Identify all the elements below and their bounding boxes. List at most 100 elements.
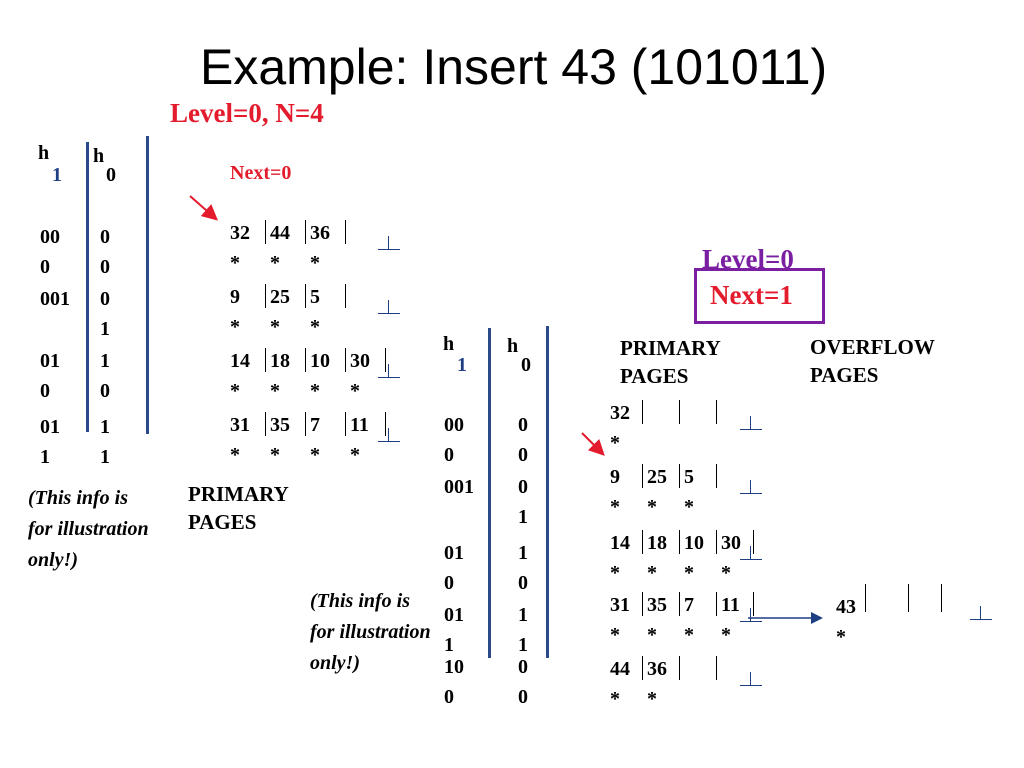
left-bucket-entry: 18 * bbox=[270, 350, 290, 402]
right-bucket-slot-separator bbox=[716, 530, 717, 554]
left-h0-sub: 0 bbox=[106, 164, 116, 186]
overflow-slot-separator bbox=[908, 584, 909, 612]
right-h1-value: 10 0 bbox=[444, 656, 464, 708]
right-bucket-entry: 11 * bbox=[721, 594, 740, 646]
right-h0-header: h bbox=[507, 335, 519, 357]
left-bucket-null-pointer-icon bbox=[378, 428, 400, 442]
right-bucket-slot-separator bbox=[716, 592, 717, 616]
right-bucket-entry: 10 * bbox=[684, 532, 704, 584]
right-bucket-entry: 5 * bbox=[684, 466, 694, 518]
right-bucket-entry: 31 * bbox=[610, 594, 630, 646]
right-level-label: Level=0 bbox=[702, 244, 794, 274]
right-bucket-slot-separator bbox=[716, 656, 717, 680]
right-bucket-null-pointer-icon bbox=[740, 480, 762, 494]
right-h0-value: 0 1 bbox=[518, 476, 528, 528]
right-h0-value: 0 0 bbox=[518, 414, 528, 466]
right-divider-2 bbox=[546, 326, 549, 658]
left-bucket-slot-separator bbox=[305, 284, 306, 308]
right-bucket-null-pointer-icon bbox=[740, 416, 762, 430]
right-bucket-slot-separator bbox=[679, 400, 680, 424]
left-next-label: Next=0 bbox=[230, 162, 292, 184]
left-bucket-entry: 7 * bbox=[310, 414, 320, 466]
left-bucket-null-pointer-icon bbox=[378, 364, 400, 378]
right-h1-value: 01 0 bbox=[444, 542, 464, 594]
left-bucket-entry: 36 * bbox=[310, 222, 330, 274]
left-bucket-entry: 14 * bbox=[230, 350, 250, 402]
left-bucket-entry: 35 * bbox=[270, 414, 290, 466]
right-primary-pages-label: PRIMARY PAGES bbox=[620, 336, 720, 388]
right-bucket-slot-separator bbox=[753, 530, 754, 554]
left-h0-value: 1 0 bbox=[100, 350, 110, 402]
left-bucket-slot-separator bbox=[385, 348, 386, 372]
right-h0-value: 1 0 bbox=[518, 542, 528, 594]
right-bucket-null-pointer-icon bbox=[740, 608, 762, 622]
left-bucket-slot-separator bbox=[265, 220, 266, 244]
right-bucket-entry: 32 * bbox=[610, 402, 630, 454]
right-bucket-slot-separator bbox=[642, 530, 643, 554]
left-bucket-entry: 44 * bbox=[270, 222, 290, 274]
right-bucket-entry: 7 * bbox=[684, 594, 694, 646]
left-bucket-entry: 10 * bbox=[310, 350, 330, 402]
left-level-label: Level=0, N=4 bbox=[170, 98, 324, 128]
left-primary-pages-label: PRIMARY PAGES bbox=[188, 482, 288, 534]
overflow-entry: 43 * bbox=[836, 596, 856, 648]
left-h0-value: 0 0 bbox=[100, 226, 110, 278]
left-h0-value: 1 1 bbox=[100, 416, 110, 468]
right-bucket-slot-separator bbox=[642, 464, 643, 488]
left-bucket-slot-separator bbox=[385, 412, 386, 436]
right-bucket-slot-separator bbox=[642, 592, 643, 616]
left-bucket-slot-separator bbox=[305, 348, 306, 372]
right-divider-1 bbox=[488, 328, 491, 658]
right-bucket-slot-separator bbox=[753, 592, 754, 616]
right-h1-value: 00 0 bbox=[444, 414, 464, 466]
right-bucket-slot-separator bbox=[716, 464, 717, 488]
left-h1-value: 001 bbox=[40, 288, 70, 310]
left-bucket-slot-separator bbox=[265, 348, 266, 372]
left-bucket-entry: 32 * bbox=[230, 222, 250, 274]
left-bucket-entry: 25 * bbox=[270, 286, 290, 338]
left-divider-2 bbox=[146, 136, 149, 434]
right-bucket-slot-separator bbox=[642, 656, 643, 680]
left-h1-value: 00 0 bbox=[40, 226, 60, 278]
left-divider-1 bbox=[86, 142, 89, 432]
left-h1-value: 01 0 bbox=[40, 350, 60, 402]
right-bucket-slot-separator bbox=[679, 656, 680, 680]
right-h0-value: 0 0 bbox=[518, 656, 528, 708]
right-bucket-entry: 30 * bbox=[721, 532, 741, 584]
right-bucket-slot-separator bbox=[679, 592, 680, 616]
right-bucket-slot-separator bbox=[679, 464, 680, 488]
left-bucket-entry: 30 * bbox=[350, 350, 370, 402]
left-h0-value: 0 1 bbox=[100, 288, 110, 340]
right-overflow-pages-label: OVERFLOW PAGES bbox=[810, 335, 935, 387]
left-bucket-slot-separator bbox=[345, 412, 346, 436]
left-bucket-null-pointer-icon bbox=[378, 236, 400, 250]
left-bucket-slot-separator bbox=[345, 220, 346, 244]
left-bucket-slot-separator bbox=[265, 412, 266, 436]
right-bucket-slot-separator bbox=[642, 400, 643, 424]
overflow-null-pointer-icon bbox=[970, 606, 992, 620]
right-level-box bbox=[694, 268, 825, 324]
left-next-pointer-arrow bbox=[189, 195, 219, 221]
right-bucket-entry: 25 * bbox=[647, 466, 667, 518]
left-bucket-slot-separator bbox=[345, 348, 346, 372]
overflow-slot-separator bbox=[941, 584, 942, 612]
left-note: (This info is for illustration only!) bbox=[28, 487, 149, 571]
right-bucket-entry: 36 * bbox=[647, 658, 667, 710]
right-next-label: Next=1 bbox=[710, 280, 793, 310]
right-h1-value: 01 1 bbox=[444, 604, 464, 656]
left-bucket-slot-separator bbox=[345, 284, 346, 308]
slide-title: Example: Insert 43 (101011) bbox=[200, 39, 828, 95]
right-h0-value: 1 1 bbox=[518, 604, 528, 656]
left-bucket-slot-separator bbox=[305, 220, 306, 244]
right-h1-sub: 1 bbox=[457, 354, 467, 376]
left-h1-value: 01 1 bbox=[40, 416, 60, 468]
left-bucket-null-pointer-icon bbox=[378, 300, 400, 314]
right-bucket-entry: 18 * bbox=[647, 532, 667, 584]
right-bucket-slot-separator bbox=[679, 530, 680, 554]
left-h0-header: h bbox=[93, 145, 105, 167]
right-bucket-entry: 9 * bbox=[610, 466, 620, 518]
right-h1-value: 001 bbox=[444, 476, 474, 498]
right-next-pointer-arrow bbox=[581, 432, 605, 456]
left-h1-header: h bbox=[38, 142, 50, 164]
